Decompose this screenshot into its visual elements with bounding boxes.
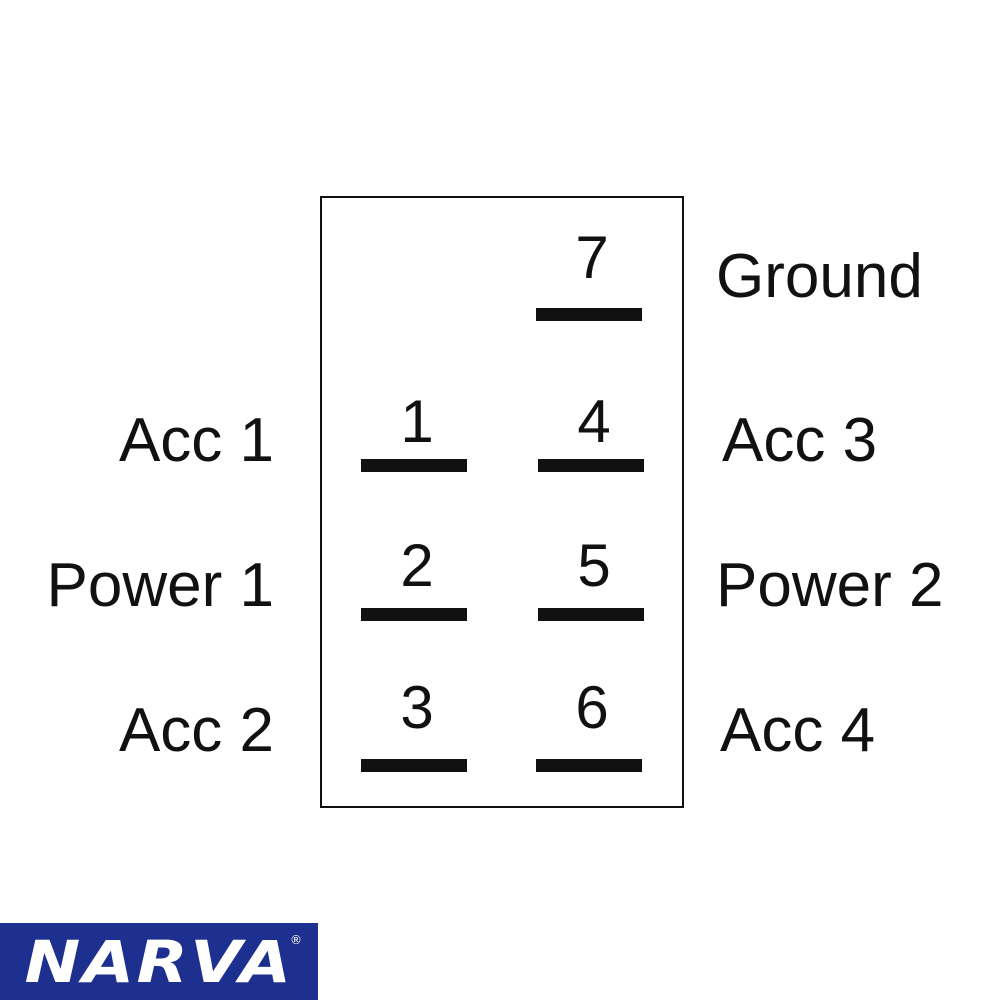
pin-7-label: Ground (716, 242, 923, 311)
pin-3-terminal (361, 759, 467, 772)
pin-4-terminal (538, 459, 644, 472)
pin-3-label: Acc 2 (118, 696, 274, 765)
registered-mark: ® (290, 933, 302, 947)
pin-6-terminal (536, 759, 642, 772)
pin-5-label: Power 2 (716, 551, 944, 620)
pin-6-label: Acc 4 (720, 696, 876, 765)
switch-housing-outline (320, 196, 684, 808)
pin-4-label: Acc 3 (722, 406, 878, 475)
narva-logo: NARVA ® (0, 923, 318, 1000)
pin-7-number: 7 (575, 224, 609, 291)
pin-5-terminal (538, 608, 644, 621)
pin-3-number: 3 (400, 674, 434, 741)
pin-5-number: 5 (577, 532, 611, 599)
pin-2-number: 2 (400, 532, 434, 599)
pin-1-label: Acc 1 (118, 406, 274, 475)
pin-2-terminal (361, 608, 467, 621)
pin-1-number: 1 (400, 388, 434, 455)
pin-1-terminal (361, 459, 467, 472)
logo-wordmark: NARVA (24, 927, 294, 996)
pin-7-terminal (536, 308, 642, 321)
pin-6-number: 6 (575, 674, 609, 741)
pin-2-label: Power 1 (46, 551, 274, 620)
pin-4-number: 4 (577, 388, 611, 455)
